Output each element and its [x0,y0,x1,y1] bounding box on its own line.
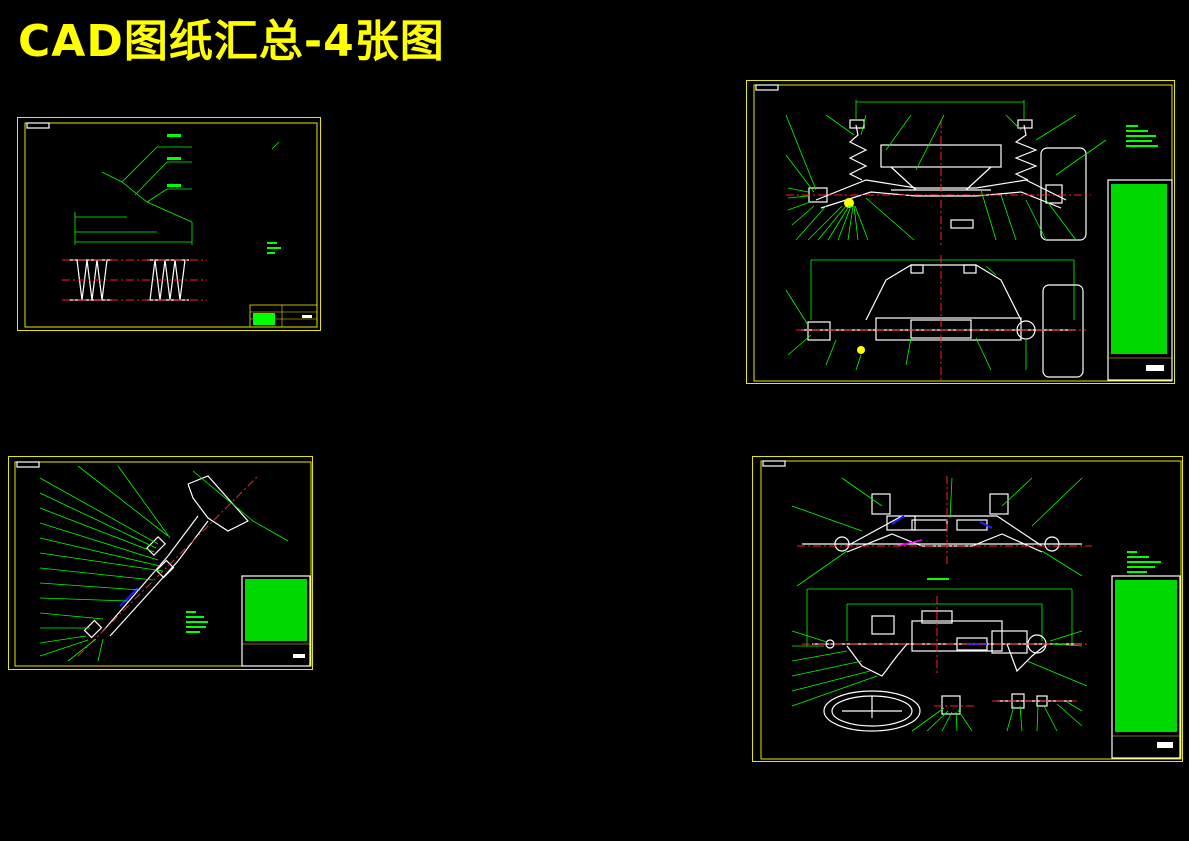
inner-frame [760,460,1182,760]
title-block [249,304,318,328]
column-assembly [39,465,289,662]
tech-notes [186,611,208,633]
steering-axle-drawing[interactable] [752,456,1184,763]
inner-frame [14,461,312,667]
suspension-assembly-drawing[interactable] [746,80,1176,385]
steering-wheel-view [823,690,921,732]
outer-frame [752,456,1183,762]
front-view [791,476,1092,587]
parts-list [1111,575,1181,759]
spring-drawing[interactable] [17,117,322,332]
outer-frame [17,117,321,331]
page-title: CAD图纸汇总-4张图 [18,16,445,67]
front-view [785,100,1107,245]
dimension-lines [74,134,281,254]
top-view [785,255,1086,380]
tech-notes [1127,551,1161,573]
tech-notes [1126,125,1158,147]
parts-list [241,575,311,667]
steering-column-drawing[interactable] [8,456,314,671]
top-view [791,578,1088,707]
inner-frame [753,84,1173,382]
parts-list [1107,179,1173,381]
detail-views [911,693,1083,732]
inner-frame [24,122,318,328]
outer-frame [746,80,1175,384]
outer-frame [8,456,313,670]
